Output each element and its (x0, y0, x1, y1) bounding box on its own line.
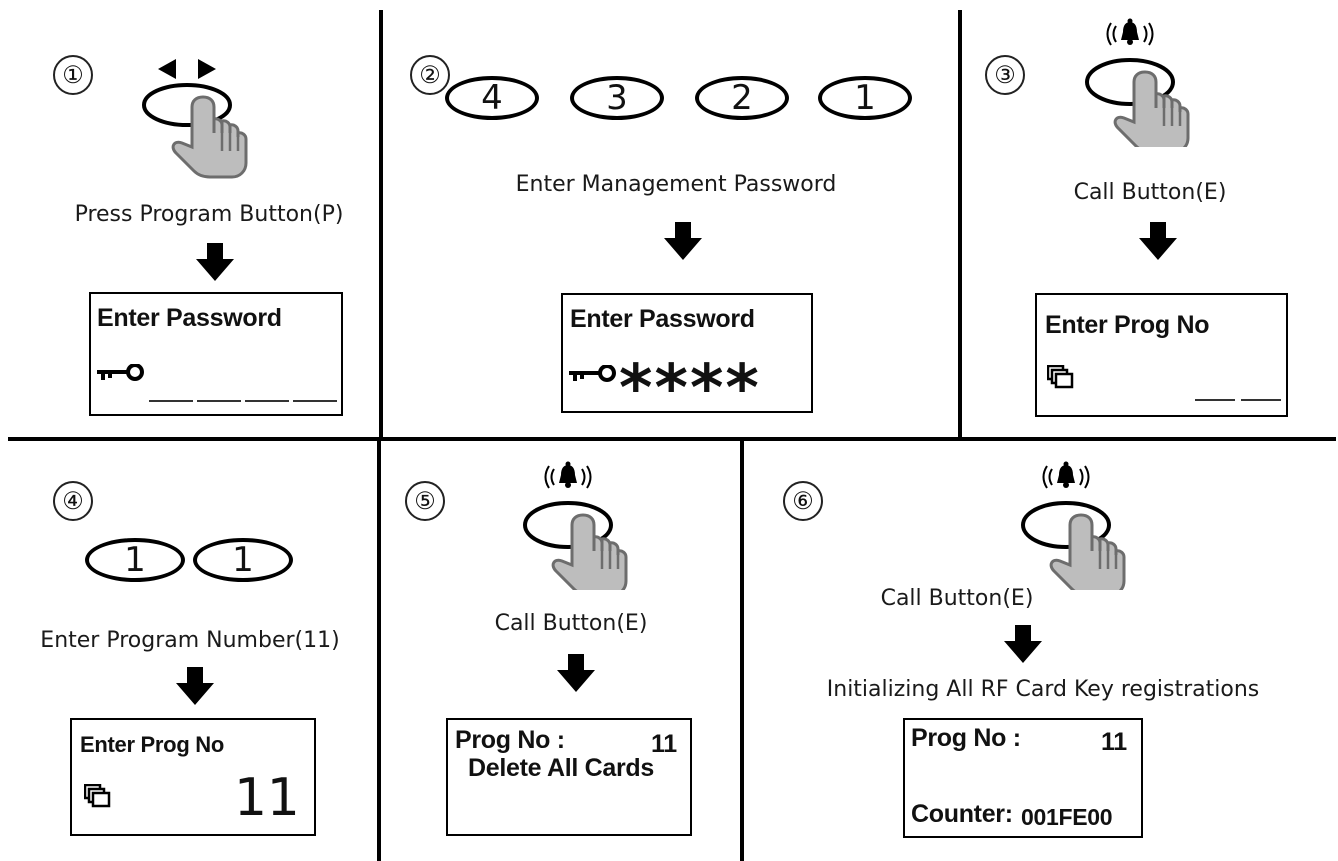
step-3-number: ③ (985, 55, 1025, 95)
lcd-line-1: Enter Prog No (1045, 311, 1210, 339)
step-1-caption: Press Program Button(P) (74, 202, 344, 227)
divider-vertical-4 (740, 441, 744, 861)
step-5-number: ⑤ (405, 481, 445, 521)
program-button-finger-icon (142, 59, 248, 179)
lcd-line-1: Enter Password (97, 304, 282, 332)
step-1-lcd-screen: Enter Password (89, 292, 343, 416)
step-2-number: ② (410, 55, 450, 95)
divider-vertical-1 (379, 10, 383, 441)
key-icon (97, 364, 144, 382)
step-2-caption: Enter Management Password (515, 172, 837, 197)
step-6-number: ⑥ (783, 481, 823, 521)
prog-no-label: Prog No : (911, 724, 1021, 752)
input-placeholder-dash (149, 400, 193, 402)
keypad-key-1: 1 (85, 538, 185, 582)
keypad-key-1: 1 (193, 538, 293, 582)
down-arrow-icon (176, 667, 214, 705)
keypad-key-4: 4 (445, 76, 539, 120)
lcd-line-1: Enter Password (570, 305, 755, 333)
input-placeholder-dash (1241, 399, 1281, 401)
step-4-caption: Enter Program Number(11) (40, 628, 340, 653)
down-arrow-icon (196, 243, 234, 281)
keypad-key-3: 3 (570, 76, 664, 120)
step-1-number: ① (53, 55, 93, 95)
step-6-caption: Call Button(E) (880, 586, 1034, 611)
divider-vertical-3 (377, 441, 381, 861)
down-arrow-icon (1004, 625, 1042, 663)
step-6-caption-2: Initializing All RF Card Key registratio… (826, 677, 1260, 702)
step-5-caption: Call Button(E) (494, 611, 648, 636)
lcd-line-2: Delete All Cards (468, 754, 655, 782)
step-3-lcd-screen: Enter Prog No (1035, 293, 1288, 417)
stacked-cards-icon (1047, 365, 1074, 389)
prog-no-value: 11 (651, 730, 677, 758)
keypad-key-2: 2 (695, 76, 789, 120)
call-button-finger-icon (1021, 460, 1126, 590)
prog-no-label: Prog No : (455, 726, 565, 754)
counter-label: Counter: (911, 800, 1013, 828)
down-arrow-icon (664, 222, 702, 260)
masked-password: **** (619, 352, 761, 426)
step-4-number: ④ (53, 481, 93, 521)
input-placeholder-dash (1195, 399, 1235, 401)
step-4-lcd-screen: Enter Prog No 11 (70, 718, 316, 836)
down-arrow-icon (557, 654, 595, 692)
keypad-key-1: 1 (818, 76, 912, 120)
input-placeholder-dash (293, 400, 337, 402)
lcd-value: 11 (234, 768, 300, 828)
step-5-lcd-screen: Prog No : 11 Delete All Cards (446, 718, 692, 836)
lcd-line-1: Enter Prog No (80, 732, 224, 757)
step-6-lcd-screen: Prog No : 11 Counter: 001FE00 (903, 718, 1143, 838)
divider-vertical-2 (958, 10, 962, 441)
call-button-finger-icon (523, 460, 628, 590)
key-icon (569, 365, 616, 383)
divider-horizontal (8, 437, 1336, 441)
step-2-lcd-screen: Enter Password **** (561, 293, 813, 421)
stacked-cards-icon (84, 784, 111, 808)
counter-value: 001FE00 (1021, 804, 1113, 830)
step-3-caption: Call Button(E) (1073, 180, 1227, 205)
call-button-finger-icon (1085, 17, 1190, 147)
input-placeholder-dash (245, 400, 289, 402)
down-arrow-icon (1139, 222, 1177, 260)
input-placeholder-dash (197, 400, 241, 402)
prog-no-value: 11 (1101, 728, 1127, 756)
